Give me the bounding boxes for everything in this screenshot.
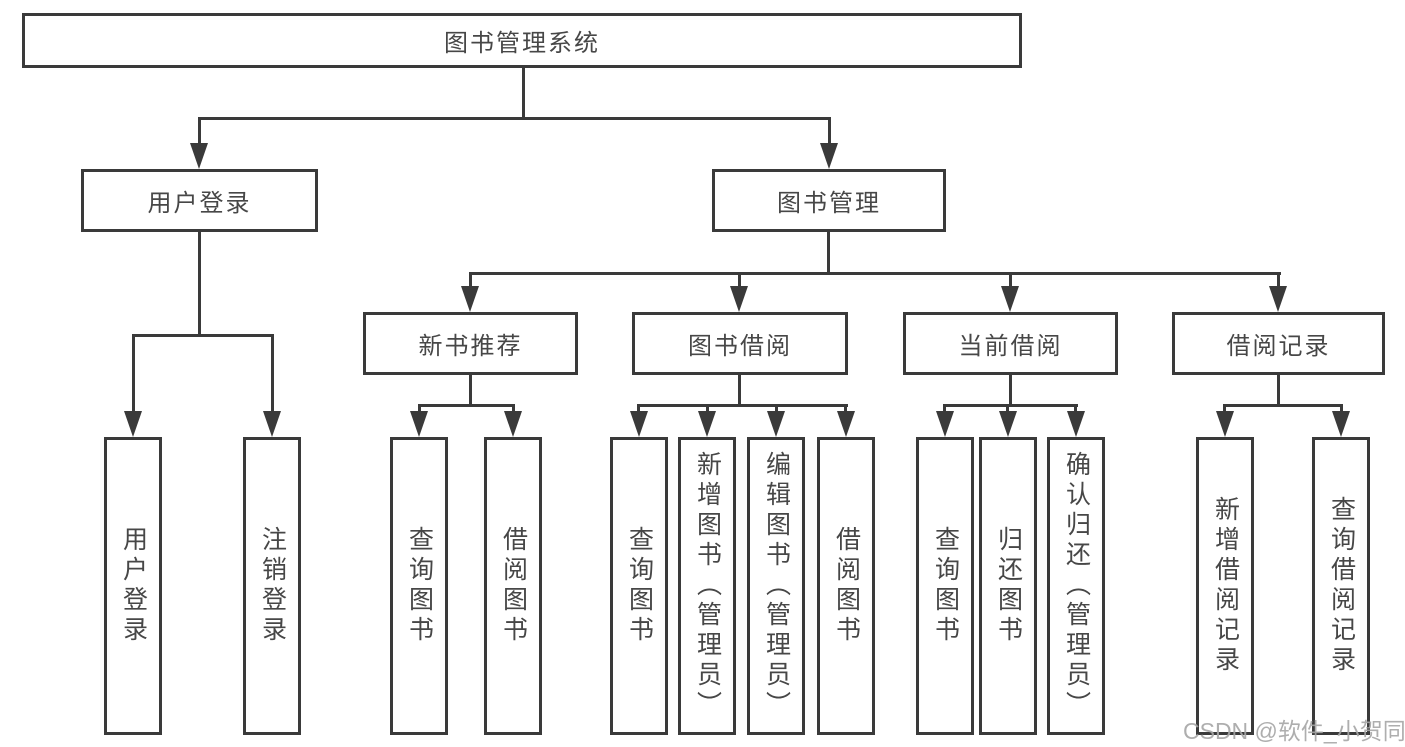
arrowhead-icon <box>630 411 648 437</box>
connector-line <box>1074 404 1077 412</box>
connector-line <box>1223 404 1226 412</box>
leaf-confirm-return-admin: 确认归还（管理员） <box>1047 437 1105 735</box>
node-book-management: 图书管理 <box>712 169 946 232</box>
connector-line <box>132 334 135 411</box>
arrowhead-icon <box>936 411 954 437</box>
connector-line <box>637 404 848 407</box>
leaf-logout: 注销登录 <box>243 437 301 735</box>
arrowhead-icon <box>837 411 855 437</box>
leaf-borrow-books-borrow: 借阅图书 <box>817 437 875 735</box>
watermark-text: CSDN @软件_小贺同学 <box>1183 718 1405 744</box>
connector-line <box>271 334 274 411</box>
arrowhead-icon <box>190 143 208 169</box>
arrowhead-icon <box>410 411 428 437</box>
connector-line <box>198 117 201 144</box>
leaf-query-books-borrow: 查询图书 <box>610 437 668 735</box>
connector-line <box>1009 375 1012 407</box>
connector-line <box>198 232 201 337</box>
arrowhead-icon <box>1067 411 1085 437</box>
connector-line <box>828 117 831 144</box>
arrowhead-icon <box>461 286 479 312</box>
arrowhead-icon <box>767 411 785 437</box>
leaf-query-borrow-record: 查询借阅记录 <box>1312 437 1370 735</box>
arrowhead-icon <box>124 411 142 437</box>
connector-line <box>469 272 472 286</box>
connector-line <box>512 404 515 412</box>
arrowhead-icon <box>999 411 1017 437</box>
node-user-login: 用户登录 <box>81 169 318 232</box>
connector-line <box>827 232 830 275</box>
arrowhead-icon <box>1269 286 1287 312</box>
arrowhead-icon <box>1216 411 1234 437</box>
node-current-borrow: 当前借阅 <box>903 312 1118 375</box>
connector-line <box>1340 404 1343 412</box>
connector-line <box>469 375 472 407</box>
connector-line <box>418 404 515 407</box>
connector-line <box>1006 404 1009 412</box>
connector-line <box>1277 375 1280 407</box>
connector-line <box>469 272 1281 275</box>
arrowhead-icon <box>698 411 716 437</box>
connector-line <box>522 68 525 120</box>
connector-line <box>738 375 741 407</box>
node-book-borrow: 图书借阅 <box>632 312 848 375</box>
connector-line <box>775 404 778 412</box>
node-borrow-records: 借阅记录 <box>1172 312 1385 375</box>
arrowhead-icon <box>263 411 281 437</box>
leaf-return-books: 归还图书 <box>979 437 1037 735</box>
connector-line <box>132 334 274 337</box>
connector-line <box>1009 272 1012 286</box>
connector-line <box>1277 272 1280 286</box>
connector-line <box>844 404 847 412</box>
leaf-query-books-recommend: 查询图书 <box>390 437 448 735</box>
leaf-add-borrow-record: 新增借阅记录 <box>1196 437 1254 735</box>
connector-line <box>706 404 709 412</box>
connector-line <box>637 404 640 412</box>
leaf-add-books-admin: 新增图书（管理员） <box>678 437 736 735</box>
connector-line <box>738 272 741 286</box>
connector-line <box>198 117 831 120</box>
connector-line <box>943 404 946 412</box>
node-root: 图书管理系统 <box>22 13 1022 68</box>
connector-line <box>418 404 421 412</box>
leaf-user-login: 用户登录 <box>104 437 162 735</box>
leaf-edit-books-admin: 编辑图书（管理员） <box>747 437 805 735</box>
arrowhead-icon <box>1001 286 1019 312</box>
leaf-query-books-current: 查询图书 <box>916 437 974 735</box>
arrowhead-icon <box>504 411 522 437</box>
connector-line <box>1223 404 1343 407</box>
arrowhead-icon <box>820 143 838 169</box>
arrowhead-icon <box>1332 411 1350 437</box>
leaf-borrow-books-recommend: 借阅图书 <box>484 437 542 735</box>
connector-line <box>943 404 1078 407</box>
node-new-book-recommend: 新书推荐 <box>363 312 578 375</box>
arrowhead-icon <box>730 286 748 312</box>
